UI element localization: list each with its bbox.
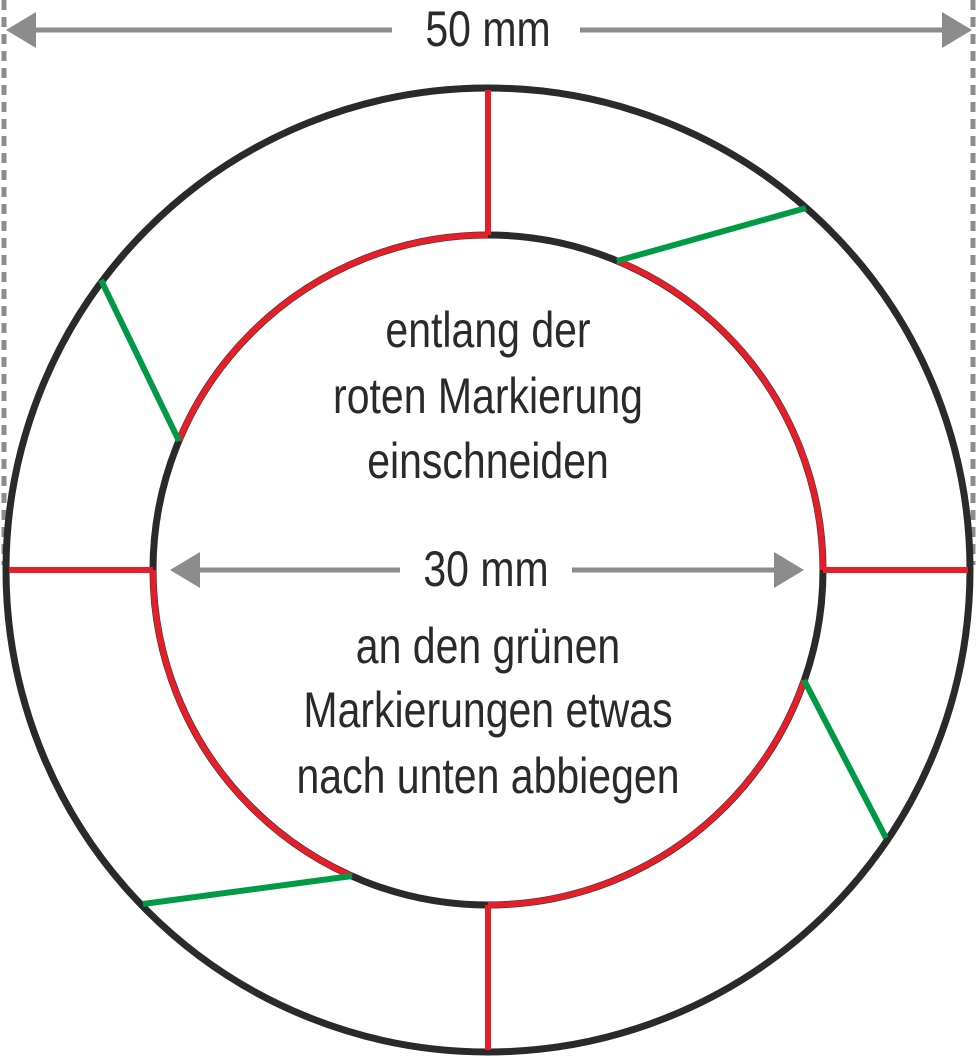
- cut-instruction-line: roten Markierung: [333, 368, 643, 424]
- cut-instruction-line: entlang der: [385, 302, 590, 358]
- bend-line-top-left: [98, 278, 182, 443]
- bend-instruction-line: Markierungen etwas: [303, 682, 672, 738]
- inner-dimension-arrow: [170, 552, 804, 588]
- bend-instruction: an den grünen Markierungen etwas nach un…: [297, 618, 680, 804]
- bend-instruction-line: nach unten abbiegen: [297, 748, 680, 804]
- outer-dimension-arrow: [6, 12, 972, 48]
- cut-instruction-line: einschneiden: [367, 433, 609, 489]
- bend-instruction-line: an den grünen: [356, 618, 620, 674]
- bend-line-bottom-left: [142, 873, 353, 907]
- bend-line-top-right: [616, 205, 807, 264]
- cut-arc-bottom-left: [150, 569, 353, 879]
- inner-diameter-label: 30 mm: [423, 541, 548, 597]
- cut-arc-top-left: [176, 232, 489, 442]
- cut-arc-bottom-right: [487, 679, 808, 908]
- cut-arc-top-right: [616, 258, 826, 571]
- bend-line-bottom-right: [801, 678, 889, 840]
- outer-circle: [2, 84, 974, 1056]
- cut-instruction: entlang der roten Markierung einschneide…: [333, 302, 643, 489]
- outer-diameter-label: 50 mm: [425, 1, 550, 57]
